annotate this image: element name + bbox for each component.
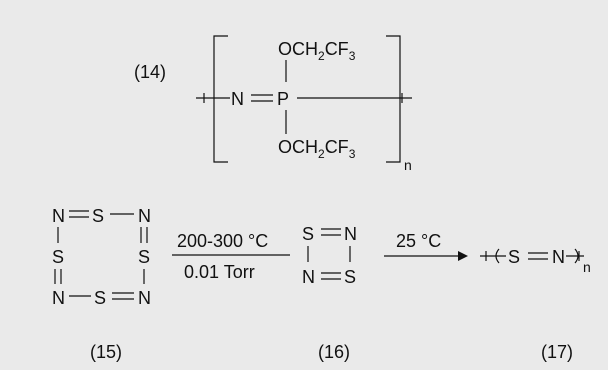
compound-16-ring: S N N S (302, 224, 357, 287)
polymer-14-repeat-n: n (404, 157, 412, 173)
left-bracket (213, 35, 228, 163)
polymer17-n-atom: N (552, 247, 565, 267)
bottom-sub-3: 3 (349, 147, 356, 161)
ring15-n-bottom-right: N (138, 288, 151, 308)
top-sub-3: 3 (349, 49, 356, 63)
compound-17-polymer: S N n (480, 247, 591, 275)
polymer17-right-paren (574, 248, 579, 264)
ring16-n-top: N (344, 224, 357, 244)
bottom-och: OCH (278, 137, 318, 157)
ring15-s-bottom: S (94, 288, 106, 308)
ring15-s-right: S (138, 247, 150, 267)
arrow2-head (458, 251, 468, 261)
svg-text:OCH2CF3: OCH2CF3 (278, 39, 356, 63)
ring16-s-bottom: S (344, 267, 356, 287)
ring15-s-top: S (92, 206, 104, 226)
compound-14-label: (14) (134, 62, 166, 82)
bottom-substituent: OCH2CF3 (278, 137, 356, 161)
compound-17-label: (17) (541, 342, 573, 362)
ring16-n-bottom: N (302, 267, 315, 287)
right-bracket (386, 35, 401, 163)
polymer17-s-atom: S (508, 247, 520, 267)
arrow1-condition-temperature: 200-300 °C (177, 231, 268, 251)
polymer17-repeat-n: n (583, 259, 591, 275)
ring15-n-bottom-left: N (52, 288, 65, 308)
bottom-cf: CF (325, 137, 349, 157)
top-substituent: OCH2CF3 (278, 39, 356, 63)
top-sub-2: 2 (318, 49, 325, 63)
top-och: OCH (278, 39, 318, 59)
svg-text:OCH2CF3: OCH2CF3 (278, 137, 356, 161)
ring15-n-top-left: N (52, 206, 65, 226)
top-cf: CF (325, 39, 349, 59)
ring15-s-left: S (52, 247, 64, 267)
compound-15-label: (15) (90, 342, 122, 362)
backbone-n-atom: N (231, 89, 244, 109)
ring15-n-top-right: N (138, 206, 151, 226)
arrow1-condition-pressure: 0.01 Torr (184, 262, 255, 282)
bottom-sub-2: 2 (318, 147, 325, 161)
backbone-p-atom: P (277, 89, 289, 109)
compound-15-ring: N S N S S N S N (52, 206, 151, 308)
ring16-s-top: S (302, 224, 314, 244)
arrow2-condition-temperature: 25 °C (396, 231, 441, 251)
polymer17-left-paren (495, 248, 500, 264)
compound-16-label: (16) (318, 342, 350, 362)
